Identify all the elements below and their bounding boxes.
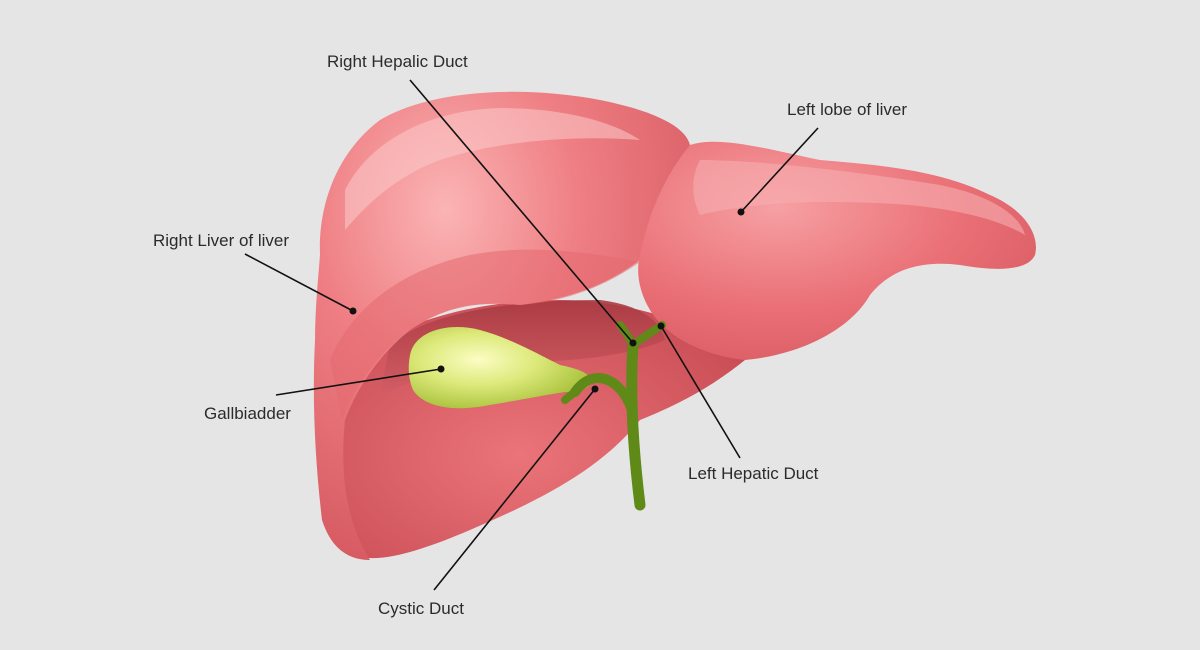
leader-gallbladder — [275, 368, 442, 396]
right-lobe — [313, 91, 690, 560]
right-lobe-ridge — [330, 249, 640, 420]
leader-right-lobe — [244, 253, 354, 312]
label-right-lobe: Right Liver of liver — [153, 231, 290, 250]
dot-right-hepatic-duct — [629, 339, 637, 347]
leader-left-lobe — [740, 127, 819, 213]
dot-right-lobe — [349, 307, 357, 315]
dot-gallbladder — [437, 365, 445, 373]
leader-right-hepatic-duct — [409, 79, 634, 344]
label-right-hepatic-duct: Right Hepalic Duct — [327, 52, 468, 71]
label-gallbladder: Gallbiadder — [204, 404, 291, 423]
label-cystic-duct: Cystic Duct — [378, 599, 464, 618]
label-left-lobe: Left lobe of liver — [787, 100, 908, 119]
gallbladder — [408, 327, 592, 409]
pointer-dots — [349, 208, 745, 393]
leader-left-hepatic-duct — [660, 325, 741, 459]
right-lobe-highlight — [345, 108, 640, 230]
dot-left-hepatic-duct — [657, 322, 665, 330]
leader-cystic-duct — [433, 388, 596, 591]
dot-left-lobe — [737, 208, 745, 216]
left-lobe-highlight — [693, 160, 1025, 235]
leader-lines — [244, 79, 819, 591]
label-left-hepatic-duct: Left Hepatic Duct — [688, 464, 819, 483]
dot-cystic-duct — [591, 385, 599, 393]
